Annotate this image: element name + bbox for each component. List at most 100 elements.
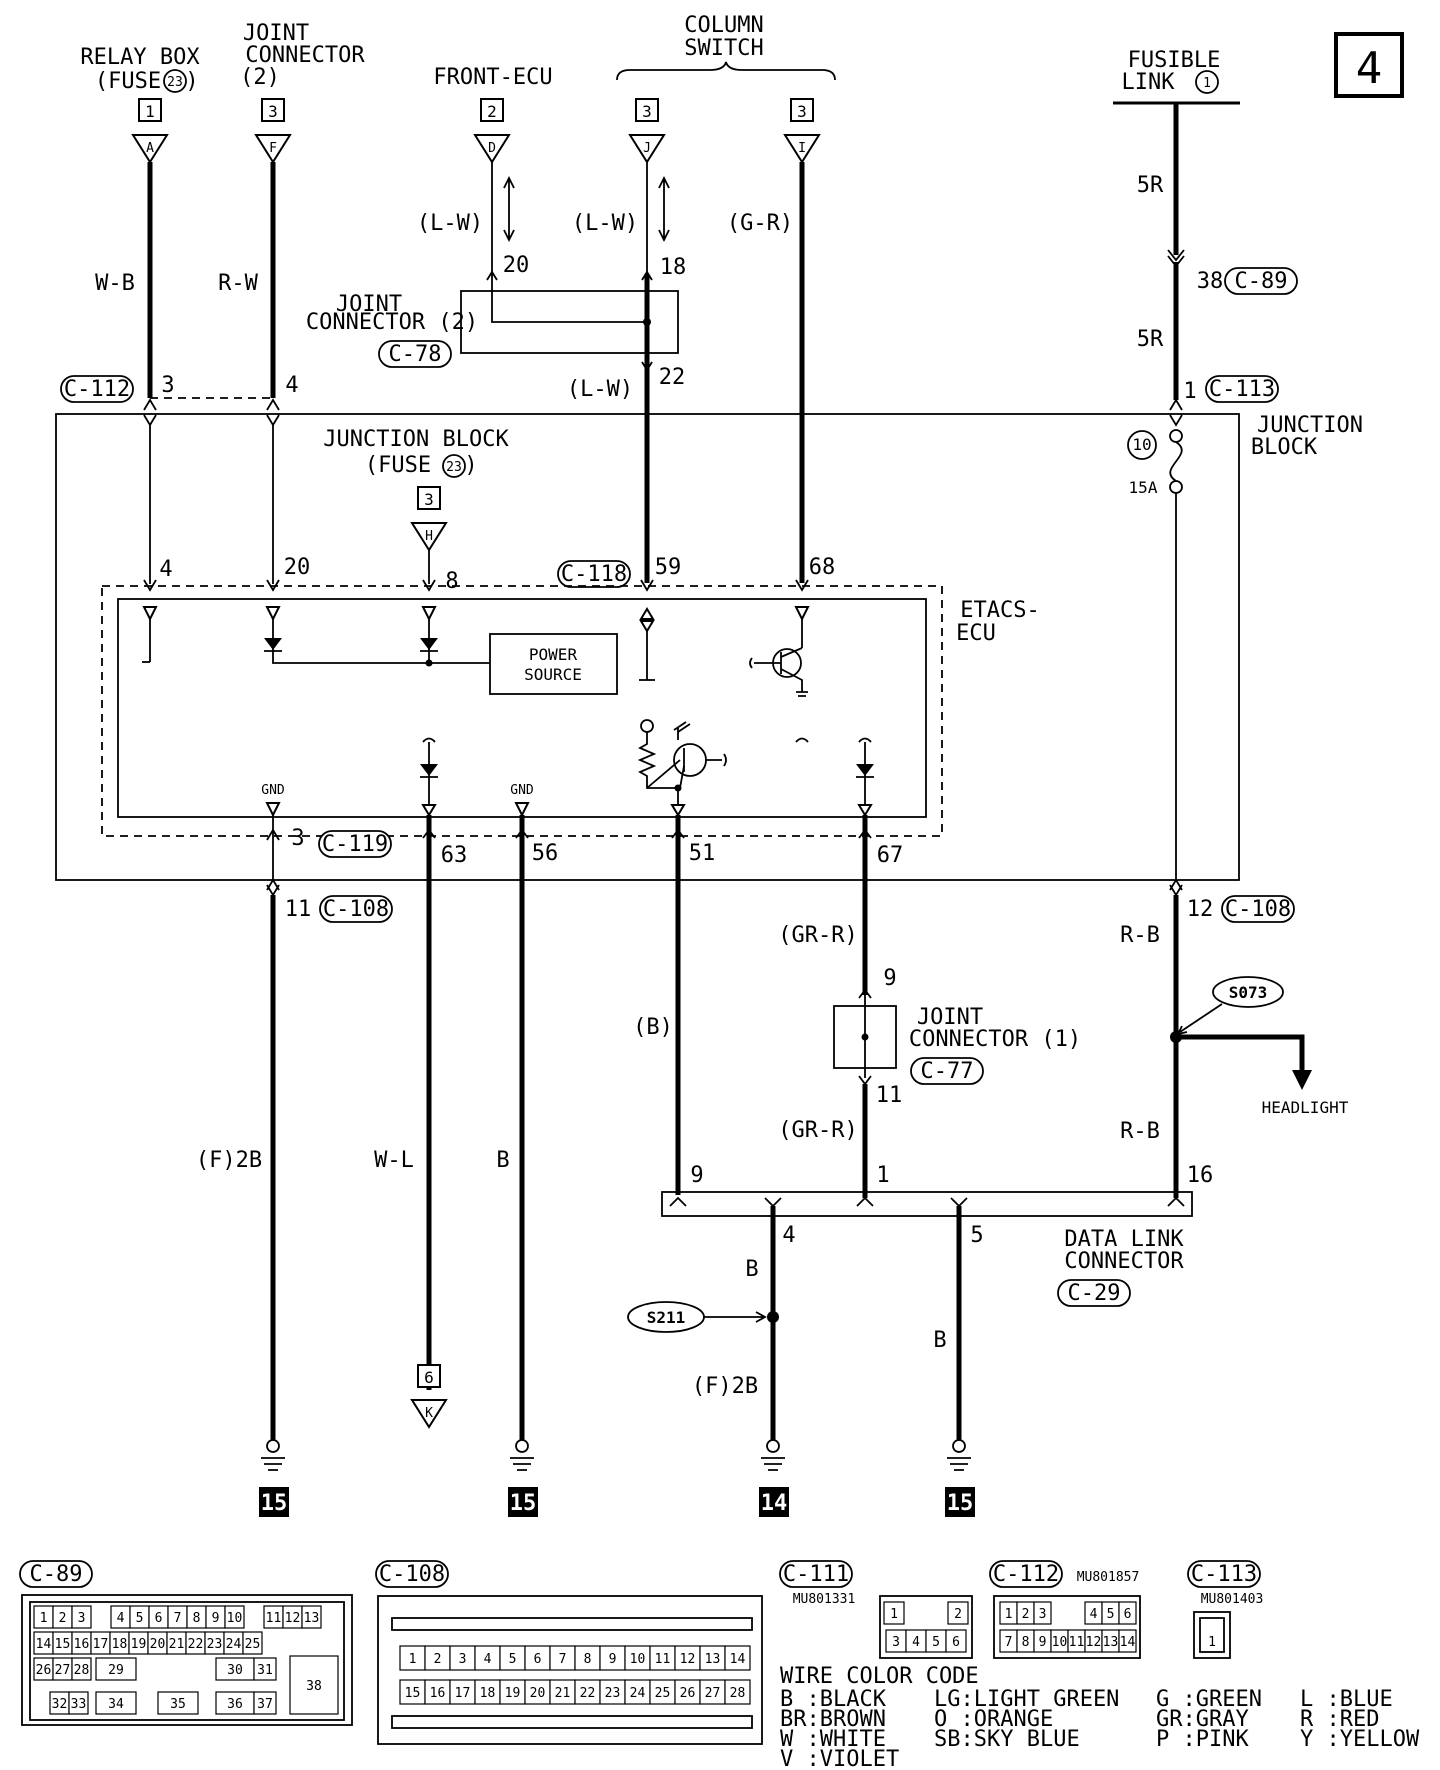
joint-connector-2-box bbox=[460, 290, 679, 354]
svg-text:4: 4 bbox=[159, 557, 172, 582]
diode bbox=[264, 638, 282, 650]
svg-text:(GR-R): (GR-R) bbox=[778, 923, 857, 948]
diode bbox=[420, 764, 438, 776]
bidirectional-arrow bbox=[503, 175, 515, 243]
svg-text:3: 3 bbox=[268, 102, 278, 121]
connector-view-c113 bbox=[1193, 1611, 1231, 1659]
svg-text:11: 11 bbox=[285, 897, 312, 922]
connector-pin bbox=[883, 1601, 905, 1625]
connector-pin-number: 34 bbox=[108, 1697, 124, 1712]
connector-pin-number: 7 bbox=[559, 1652, 567, 1667]
svg-text:K: K bbox=[425, 1406, 433, 1421]
svg-text:1: 1 bbox=[1183, 379, 1196, 404]
svg-text:CONNECTOR (1): CONNECTOR (1) bbox=[909, 1027, 1081, 1052]
svg-text:HEADLIGHT: HEADLIGHT bbox=[1262, 1098, 1349, 1117]
connector-pin-number: 1 bbox=[890, 1607, 898, 1622]
svg-text:67: 67 bbox=[877, 843, 904, 868]
connector-pin-number: 33 bbox=[71, 1697, 87, 1712]
svg-text:51: 51 bbox=[689, 841, 716, 866]
svg-text:(L-W): (L-W) bbox=[417, 211, 483, 236]
connector-pin-number: 21 bbox=[555, 1686, 571, 1701]
color-code-title: WIRE COLOR CODE bbox=[780, 1664, 979, 1689]
connector-pin bbox=[1118, 1601, 1137, 1625]
svg-text:J: J bbox=[643, 141, 651, 156]
connector-pin bbox=[499, 1645, 526, 1671]
svg-text:MU801331: MU801331 bbox=[793, 1592, 856, 1607]
ground-ref-box bbox=[759, 1487, 789, 1517]
connector-pin-number: 26 bbox=[36, 1663, 52, 1678]
connector-pin-number: 3 bbox=[892, 1635, 900, 1650]
ground-symbols bbox=[261, 1439, 971, 1471]
svg-text:5R: 5R bbox=[1137, 327, 1164, 352]
svg-text:JUNCTION BLOCK: JUNCTION BLOCK bbox=[323, 427, 509, 452]
svg-text:C-118: C-118 bbox=[561, 562, 627, 587]
fuse-symbol bbox=[1169, 441, 1183, 482]
connector-pin bbox=[724, 1679, 751, 1705]
svg-text:GND: GND bbox=[261, 783, 285, 798]
splice-s073-label bbox=[1212, 976, 1284, 1008]
ref-box bbox=[138, 98, 162, 122]
svg-text:15: 15 bbox=[510, 1491, 537, 1516]
connector-pin-number: 19 bbox=[131, 1637, 147, 1652]
svg-text:ETACS-: ETACS- bbox=[960, 598, 1039, 623]
connector-pin-number: 17 bbox=[93, 1637, 109, 1652]
svg-text:(B): (B) bbox=[633, 1015, 673, 1040]
column-switch-header: COLUMN SWITCH 3 J 3 I bbox=[616, 13, 836, 164]
diode bbox=[420, 638, 438, 650]
connector-pin-number: 11 bbox=[655, 1652, 671, 1667]
svg-text:10: 10 bbox=[1132, 435, 1151, 454]
ground-ref-box bbox=[945, 1487, 975, 1517]
connector-pin bbox=[95, 1657, 137, 1681]
connector-pin-number: 18 bbox=[480, 1686, 496, 1701]
svg-text:4: 4 bbox=[782, 1223, 795, 1248]
connector-pin bbox=[649, 1679, 676, 1705]
connector-pin-number: 24 bbox=[226, 1637, 242, 1652]
connector-pin-number: 6 bbox=[155, 1611, 163, 1626]
connector-pin-number: 17 bbox=[455, 1686, 471, 1701]
ground-ref-box bbox=[508, 1487, 538, 1517]
connector-pin-number: 2 bbox=[59, 1611, 67, 1626]
connector-arrow bbox=[131, 134, 169, 164]
svg-text:JOINT: JOINT bbox=[336, 292, 402, 317]
svg-text:A: A bbox=[146, 141, 154, 156]
svg-text:H: H bbox=[425, 529, 433, 544]
svg-text:11: 11 bbox=[876, 1083, 903, 1108]
svg-text:B: B bbox=[496, 1148, 509, 1173]
connector-pin-number: 30 bbox=[227, 1663, 243, 1678]
svg-text:63: 63 bbox=[441, 843, 468, 868]
svg-text:MU801857: MU801857 bbox=[1077, 1570, 1140, 1585]
connector-pin-number: 5 bbox=[509, 1652, 517, 1667]
fuse-10-circle bbox=[1127, 430, 1157, 460]
connector-pin-number: 8 bbox=[584, 1652, 592, 1667]
fusible-link-header: FUSIBLE LINK 1 bbox=[1113, 48, 1240, 105]
connector-pin bbox=[549, 1679, 576, 1705]
connector-pin-number: 4 bbox=[484, 1652, 492, 1667]
svg-text:MU801403: MU801403 bbox=[1201, 1592, 1264, 1607]
svg-text:C-89: C-89 bbox=[30, 1562, 83, 1587]
svg-text:59: 59 bbox=[655, 555, 682, 580]
column-switch-brace bbox=[616, 61, 836, 81]
connector-pin bbox=[253, 1657, 277, 1681]
svg-text:(FUSE: (FUSE bbox=[365, 453, 431, 478]
svg-text:23: 23 bbox=[167, 75, 183, 90]
svg-text:(L-W): (L-W) bbox=[567, 377, 633, 402]
svg-text:(F)2B: (F)2B bbox=[196, 1148, 262, 1173]
connector-pin-number: 36 bbox=[227, 1697, 243, 1712]
connector-pin-number: 7 bbox=[1005, 1635, 1013, 1650]
svg-text:(F)2B: (F)2B bbox=[692, 1374, 758, 1399]
svg-text:CONNECTOR (2): CONNECTOR (2) bbox=[306, 310, 478, 335]
svg-text:FRONT-ECU: FRONT-ECU bbox=[433, 65, 552, 90]
connector-pin-number: 18 bbox=[112, 1637, 128, 1652]
svg-text:SWITCH: SWITCH bbox=[684, 36, 763, 61]
color-code-entry: GR:GRAY bbox=[1156, 1707, 1249, 1732]
color-code-entry: BR:BROWN bbox=[780, 1707, 886, 1732]
connector-pin-number: 2 bbox=[1022, 1607, 1030, 1622]
connector-pin bbox=[724, 1645, 751, 1671]
svg-text:FUSIBLE: FUSIBLE bbox=[1128, 48, 1221, 73]
connector-pin-number: 6 bbox=[534, 1652, 542, 1667]
svg-text:5R: 5R bbox=[1137, 173, 1164, 198]
